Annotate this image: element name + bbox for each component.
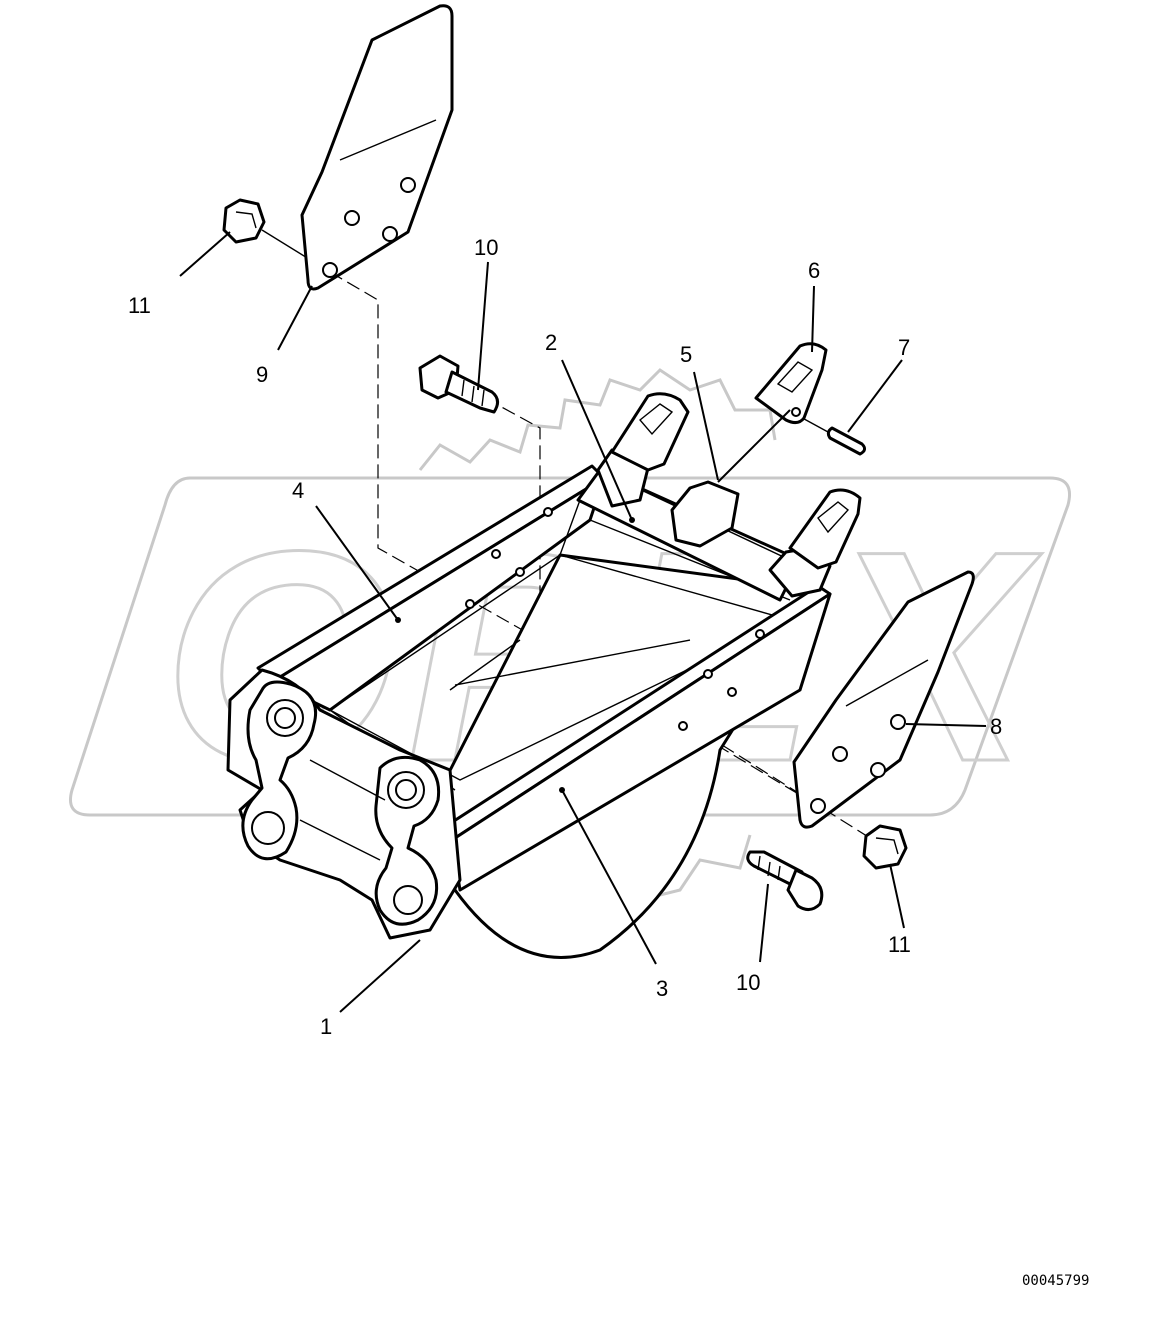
callout-7: 7 — [898, 335, 910, 360]
callout-6: 6 — [808, 258, 820, 283]
callout-8: 8 — [990, 714, 1002, 739]
callout-11-upper: 11 — [128, 293, 151, 318]
callout-1: 1 — [320, 1014, 332, 1039]
nut-11-upper — [222, 198, 266, 244]
callout-9: 9 — [256, 362, 268, 387]
callout-labels: 11 9 10 2 5 6 7 4 8 3 10 11 1 — [128, 235, 1002, 1039]
bolt-10-upper — [418, 354, 499, 414]
nut-11-lower — [862, 824, 908, 870]
document-number: 00045799 — [1022, 1273, 1089, 1289]
callout-4: 4 — [292, 478, 304, 503]
pin-7 — [826, 426, 867, 456]
callout-2: 2 — [545, 330, 557, 355]
callout-3: 3 — [656, 976, 668, 1001]
side-cutter-9 — [300, 4, 454, 291]
callout-10-lower: 10 — [736, 970, 760, 995]
leader-lines — [179, 231, 987, 1013]
callout-11-lower: 11 — [888, 932, 911, 957]
bolt-10-lower — [746, 850, 824, 911]
side-cutter-8 — [792, 570, 975, 829]
callout-10-upper: 10 — [474, 235, 498, 260]
tips-6 — [610, 342, 862, 570]
bracket-assembly-1 — [226, 668, 462, 940]
callout-5: 5 — [680, 342, 692, 367]
